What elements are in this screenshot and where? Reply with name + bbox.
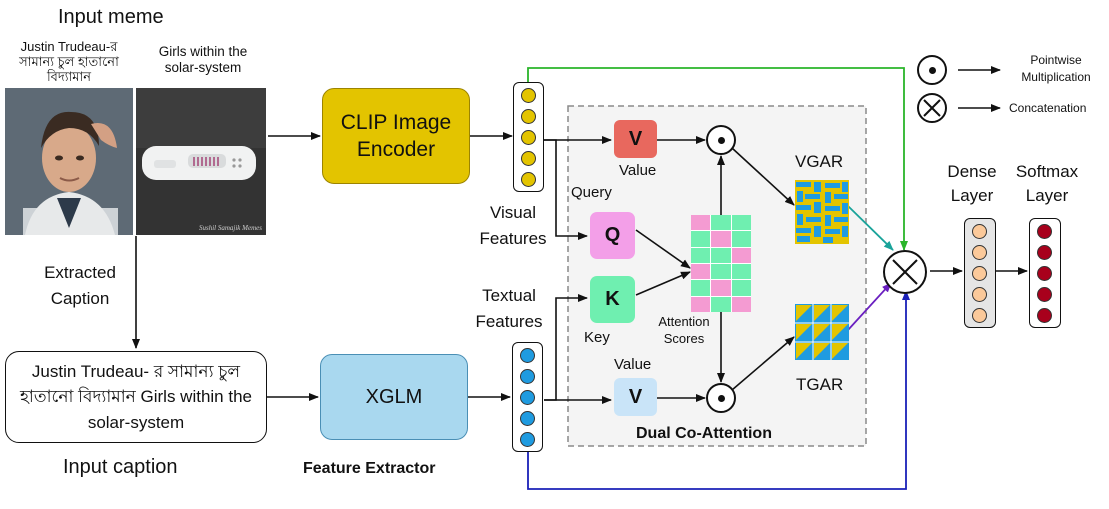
- softmax-layer-vector: [1029, 218, 1061, 328]
- dense-unit-dot: [972, 224, 987, 239]
- meme-photo-left: [5, 88, 133, 235]
- key-label: Key: [584, 329, 610, 346]
- value-block-top: V: [614, 120, 657, 158]
- softmax-unit-dot: [1037, 287, 1052, 302]
- legend-cross-icon: [923, 99, 941, 117]
- arrow-tgar-to-concat: [847, 282, 892, 331]
- legend-pointwise-icon: [917, 55, 947, 85]
- attention-scores-label: Attention Scores: [658, 314, 710, 346]
- feature-extractor-label: Feature Extractor: [303, 460, 436, 477]
- value-label-bottom: Value: [614, 356, 652, 373]
- person-portrait-illustration: [5, 88, 133, 235]
- query-label: Query: [571, 184, 612, 201]
- textual-feature-dot: [520, 390, 535, 405]
- visual-feature-dot: [521, 88, 536, 103]
- meme-photo-right: Sushil Samajik Memes: [136, 88, 266, 235]
- textual-features-vector: [512, 342, 543, 452]
- dense-unit-dot: [972, 308, 987, 323]
- visual-feature-dot: [521, 172, 536, 187]
- value-letter: V: [628, 127, 643, 150]
- legend-pointwise-label: Pointwise Multiplication: [1021, 53, 1091, 85]
- softmax-unit-dot: [1037, 308, 1052, 323]
- caption-box: Justin Trudeau- র সামান্য চুল হাতানো বিদ…: [5, 351, 267, 443]
- value-block-bottom: V: [614, 378, 657, 416]
- visual-feature-dot: [521, 109, 536, 124]
- textual-features-label: Textual Features: [475, 286, 543, 332]
- meme-left-caption: Justin Trudeau-র সামান্য চুল হাতানো বিদ্…: [19, 39, 119, 84]
- textual-feature-dot: [520, 369, 535, 384]
- visual-features-label: Visual Features: [479, 203, 547, 249]
- arrow-pw-to-tgar: [731, 336, 795, 391]
- xglm-label: XGLM: [365, 385, 423, 408]
- arrow-vgar-to-concat: [847, 205, 894, 251]
- key-block: K: [590, 276, 635, 323]
- concat-cross-icon: [892, 259, 918, 285]
- softmax-unit-dot: [1037, 245, 1052, 260]
- visual-features-vector: [513, 82, 544, 192]
- visual-skip-connection: [527, 67, 908, 251]
- softmax-unit-dot: [1037, 266, 1052, 281]
- arrow-query-to-scores: [635, 229, 691, 269]
- dual-coattention-label: Dual Co-Attention: [636, 425, 772, 442]
- vgar-label: VGAR: [795, 152, 844, 171]
- meme-right-caption: Girls within the solar-system: [158, 44, 248, 75]
- textual-feature-dot: [520, 411, 535, 426]
- dense-layer-label: Dense Layer: [947, 162, 997, 205]
- clip-image-encoder: CLIP Image Encoder: [322, 88, 470, 184]
- tgar-label: TGAR: [796, 375, 844, 394]
- query-letter: Q: [604, 224, 621, 246]
- tgar-matrix: [795, 304, 849, 360]
- xglm-encoder: XGLM: [320, 354, 468, 440]
- arrow-pw-to-vgar: [731, 147, 795, 206]
- legend-concatenation-icon: [917, 93, 947, 123]
- dense-unit-dot: [972, 266, 987, 281]
- attention-scores-matrix: [691, 215, 751, 312]
- concatenation-node: [883, 250, 927, 294]
- textual-feature-dot: [520, 348, 535, 363]
- pointwise-multiplication-top: [706, 125, 736, 155]
- dense-layer-vector: [964, 218, 996, 328]
- input-meme-title: Input meme: [58, 6, 164, 28]
- arrow-visual-to-query: [544, 139, 588, 240]
- meme-watermark: Sushil Samajik Memes: [199, 223, 262, 232]
- pregnancy-test-illustration: [136, 88, 266, 235]
- arrow-key-to-scores: [635, 271, 691, 296]
- value-label-top: Value: [619, 162, 657, 179]
- textual-skip-connection: [527, 290, 910, 490]
- pointwise-multiplication-bottom: [706, 383, 736, 413]
- vgar-matrix: [795, 180, 849, 244]
- textual-feature-dot: [520, 432, 535, 447]
- softmax-layer-label: Softmax Layer: [1015, 162, 1079, 205]
- visual-feature-dot: [521, 151, 536, 166]
- clip-encoder-label: CLIP Image Encoder: [340, 110, 452, 161]
- dense-unit-dot: [972, 287, 987, 302]
- caption-box-text: Justin Trudeau- র সামান্য চুল হাতানো বিদ…: [19, 361, 252, 432]
- legend-concatenation-label: Concatenation: [1009, 101, 1087, 115]
- query-block: Q: [590, 212, 635, 259]
- dense-unit-dot: [972, 245, 987, 260]
- extracted-caption-label: Extracted Caption: [44, 263, 116, 309]
- softmax-unit-dot: [1037, 224, 1052, 239]
- input-caption-label: Input caption: [63, 456, 178, 478]
- key-letter: K: [605, 288, 620, 310]
- value-letter: V: [628, 385, 643, 408]
- visual-feature-dot: [521, 130, 536, 145]
